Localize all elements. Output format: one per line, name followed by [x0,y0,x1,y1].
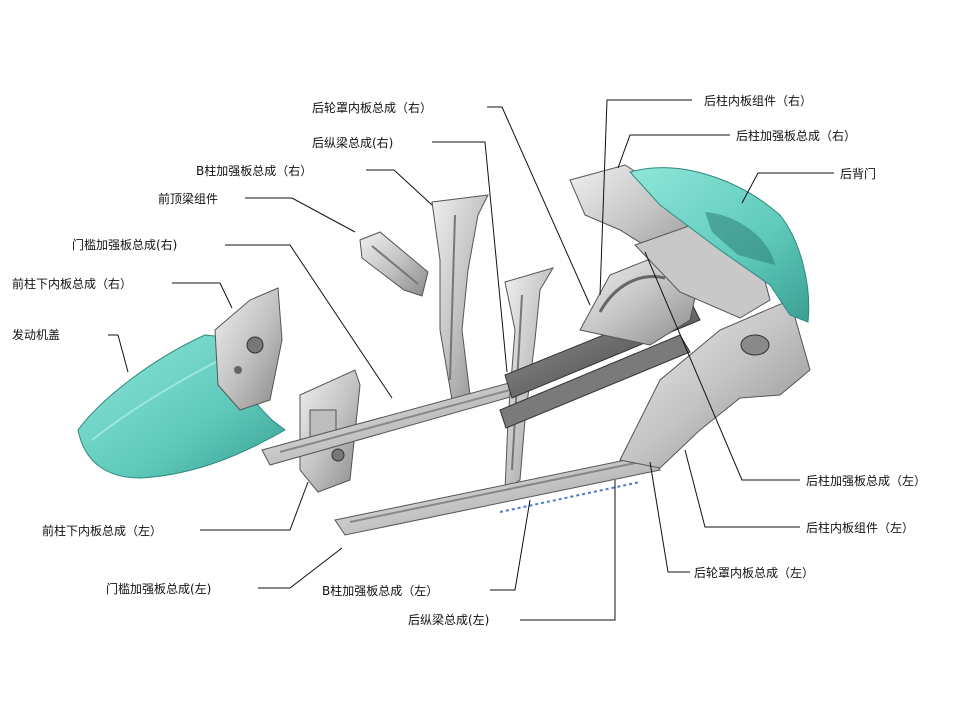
label-tailgate: 后背门 [840,166,876,181]
leader-sill-reinf-left [258,547,343,589]
leader-rear-pillar-reinf-left [644,251,800,481]
label-rear-rail-left: 后纵梁总成(左) [408,612,489,627]
leader-rear-wheelhouse-inner-right [487,106,591,306]
leader-rear-pillar-inner-left [684,449,800,528]
leader-sill-reinf-right [225,244,393,399]
label-rear-pillar-inner-left: 后柱内板组件（左） [806,520,914,535]
leader-front-roof-beam [245,197,356,233]
leader-b-pillar-reinf-left [490,499,531,591]
label-b-pillar-reinf-right: B柱加强板总成（右） [196,163,312,178]
label-sill-reinf-right: 门槛加强板总成(右) [72,237,177,252]
label-rear-wheelhouse-inner-right: 后轮罩内板总成（右） [312,100,432,115]
label-front-roof-beam: 前顶梁组件 [158,191,218,206]
front-pillar-lower-inner-right-part [214,287,283,411]
label-rear-rail-right: 后纵梁总成(右) [312,135,393,150]
label-b-pillar-reinf-left: B柱加强板总成（左） [322,583,438,598]
b-pillar-reinforcement-right-part [431,194,489,401]
callout-labels: 后轮罩内板总成（右） 后纵梁总成(右) B柱加强板总成（右） 前顶梁组件 门槛加… [12,93,926,627]
label-front-pillar-lower-inner-right: 前柱下内板总成（右） [12,276,132,291]
rear-pillar-inner-left-part [619,299,811,469]
leader-hood [108,334,129,373]
label-sill-reinf-left: 门槛加强板总成(左) [106,581,211,596]
label-rear-pillar-inner-right: 后柱内板组件（右） [704,93,812,108]
leader-tailgate [741,172,834,204]
leader-rear-wheelhouse-inner-left [649,461,690,573]
front-pillar-lower-inner-left-part [299,369,361,493]
label-front-pillar-lower-inner-left: 前柱下内板总成（左） [42,523,162,538]
leader-rear-pillar-inner-right [599,99,692,296]
tailgate-part [629,167,810,323]
sill-reinforcement-left-part [334,454,661,536]
leader-front-pillar-lower-inner-left [200,481,309,531]
leader-lines [108,99,834,621]
leader-rear-rail-right [432,141,508,373]
leader-rear-rail-left [520,480,616,621]
leader-b-pillar-reinf-right [366,169,433,206]
label-hood: 发动机盖 [12,327,60,342]
label-rear-pillar-reinf-right: 后柱加强板总成（右） [736,128,856,143]
label-rear-wheelhouse-inner-left: 后轮罩内板总成（左） [694,565,814,580]
leader-rear-pillar-reinf-right [617,134,730,169]
label-rear-pillar-reinf-left: 后柱加强板总成（左） [806,473,926,488]
front-roof-beam-part [359,231,429,297]
leader-front-pillar-lower-inner-right [172,282,233,309]
